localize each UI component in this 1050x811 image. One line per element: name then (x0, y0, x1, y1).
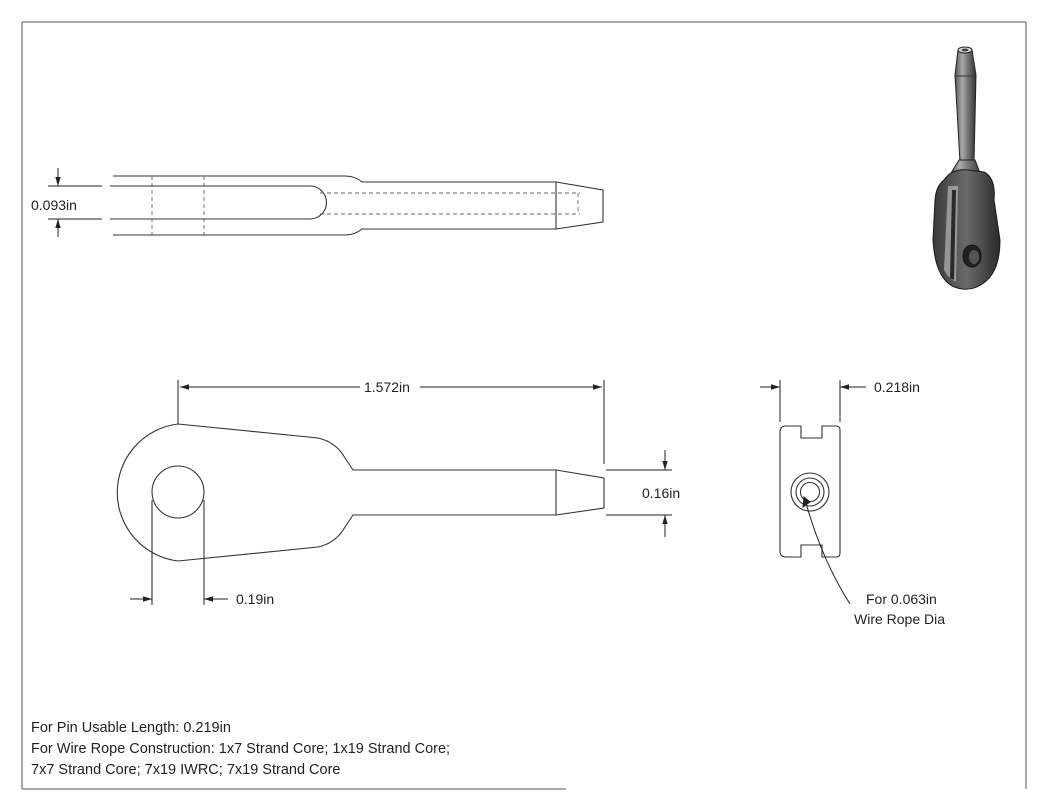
shank-diameter-dimension (606, 450, 672, 537)
wire-rope-callout-line2: Wire Rope Dia (854, 611, 945, 627)
jaw-width-dimension (760, 380, 866, 422)
pin-hole-label: 0.19in (236, 591, 274, 607)
drawing-border (21, 21, 1027, 790)
construction-note-line1: For Wire Rope Construction: 1x7 Strand C… (31, 741, 451, 757)
slot-width-label: 0.093in (31, 197, 77, 213)
top-view (110, 175, 604, 236)
pin-length-note: For Pin Usable Length: 0.219in (31, 720, 231, 736)
end-view (779, 425, 841, 558)
jaw-width-label: 0.218in (874, 379, 920, 395)
slot-width-dimension (48, 168, 102, 237)
pin-hole-dimension (130, 500, 228, 605)
fork-terminal-isometric-icon (932, 46, 1001, 290)
shank-diameter-label: 0.16in (642, 485, 680, 501)
overall-length-dimension (177, 380, 605, 464)
wire-rope-callout-leader (802, 496, 851, 605)
side-view (116, 423, 605, 562)
wire-rope-callout-line1: For 0.063in (866, 591, 937, 607)
overall-length-label: 1.572in (364, 379, 410, 395)
construction-note-line2: 7x7 Strand Core; 7x19 IWRC; 7x19 Strand … (31, 762, 341, 778)
